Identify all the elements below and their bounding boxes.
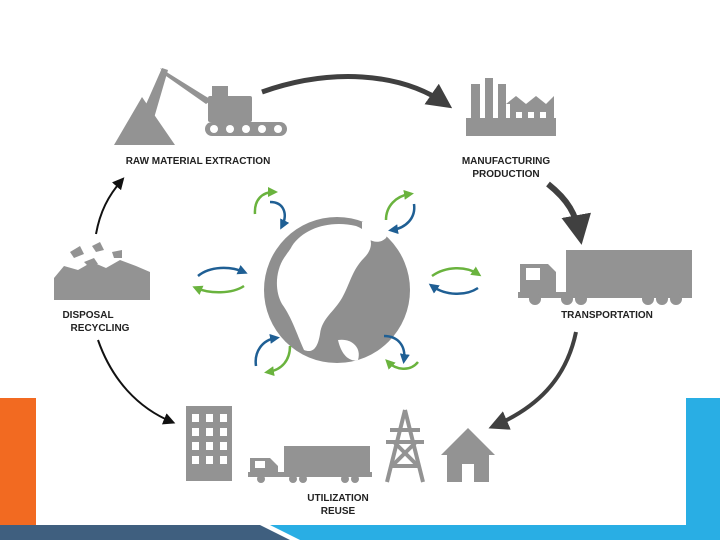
slide-orange-accent bbox=[0, 398, 36, 540]
label-recycling: RECYCLING bbox=[71, 323, 130, 334]
label-reuse: REUSE bbox=[321, 506, 356, 517]
label-transportation: TRANSPORTATION bbox=[561, 310, 653, 321]
label-production: PRODUCTION bbox=[472, 169, 539, 180]
exchange-arrows-top-right bbox=[384, 189, 416, 235]
slide-blue-stripe bbox=[270, 525, 720, 540]
arrow-manufacturing-to-transportation bbox=[546, 181, 591, 245]
power-tower-icon bbox=[385, 409, 425, 483]
small-truck-icon bbox=[248, 446, 372, 483]
waste-pile-icon bbox=[54, 242, 150, 300]
exchange-arrows-right bbox=[428, 266, 482, 295]
globe-icon bbox=[264, 217, 410, 363]
label-utilization: UTILIZATION bbox=[307, 493, 368, 504]
building-icon bbox=[186, 406, 232, 481]
arrow-disposal-to-utilization bbox=[97, 339, 176, 425]
exchange-arrows-bottom-right bbox=[383, 334, 419, 370]
exchange-arrows-left bbox=[192, 265, 248, 295]
label-disposal: DISPOSAL bbox=[62, 310, 113, 321]
arrow-disposal-to-extraction bbox=[95, 177, 125, 235]
arrow-extraction-to-manufacturing bbox=[261, 74, 453, 109]
slide-blue-accent bbox=[686, 398, 720, 540]
exchange-arrows-bottom-left bbox=[254, 333, 292, 377]
truck-icon bbox=[518, 250, 692, 305]
factory-icon bbox=[466, 78, 556, 136]
exchange-arrows-top-left bbox=[253, 187, 290, 230]
label-manufacturing: MANUFACTURING bbox=[462, 156, 551, 167]
arrow-transportation-to-utilization bbox=[488, 331, 578, 430]
label-raw-material-extraction: RAW MATERIAL EXTRACTION bbox=[126, 156, 271, 167]
house-icon bbox=[441, 428, 495, 482]
slide-navy-stripe bbox=[0, 525, 290, 540]
excavator-icon bbox=[114, 68, 287, 145]
